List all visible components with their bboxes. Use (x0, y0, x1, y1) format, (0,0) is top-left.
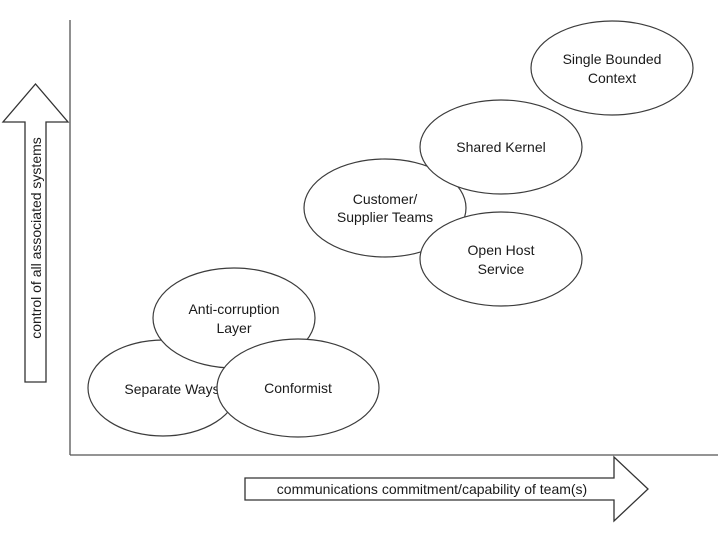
conformist-label: Conformist (264, 380, 332, 396)
conformist-node: Conformist (216, 338, 380, 438)
customer-supplier-label-line2: Supplier Teams (337, 209, 433, 225)
separate-ways-label: Separate Ways (124, 381, 219, 397)
customer-supplier-node: Customer/ Supplier Teams (303, 158, 467, 258)
anti-corruption-label-line2: Layer (216, 320, 251, 336)
x-axis-arrow: communications commitment/capability of … (244, 455, 649, 523)
x-axis-label: communications commitment/capability of … (277, 481, 587, 497)
open-host-service-node: Open Host Service (419, 211, 583, 307)
anti-corruption-label-line1: Anti-corruption (188, 301, 279, 317)
open-host-service-label-line1: Open Host (468, 242, 535, 258)
single-bounded-context-label-line1: Single Bounded (563, 51, 662, 67)
customer-supplier-label-line1: Customer/ (353, 191, 418, 207)
single-bounded-context-node: Single Bounded Context (530, 20, 694, 116)
y-axis-label: control of all associated systems (28, 137, 44, 339)
y-axis-arrow: control of all associated systems (1, 82, 70, 383)
open-host-service-label-line2: Service (478, 261, 525, 277)
shared-kernel-node: Shared Kernel (419, 99, 583, 195)
single-bounded-context-label-line2: Context (588, 70, 636, 86)
shared-kernel-label: Shared Kernel (456, 139, 546, 155)
